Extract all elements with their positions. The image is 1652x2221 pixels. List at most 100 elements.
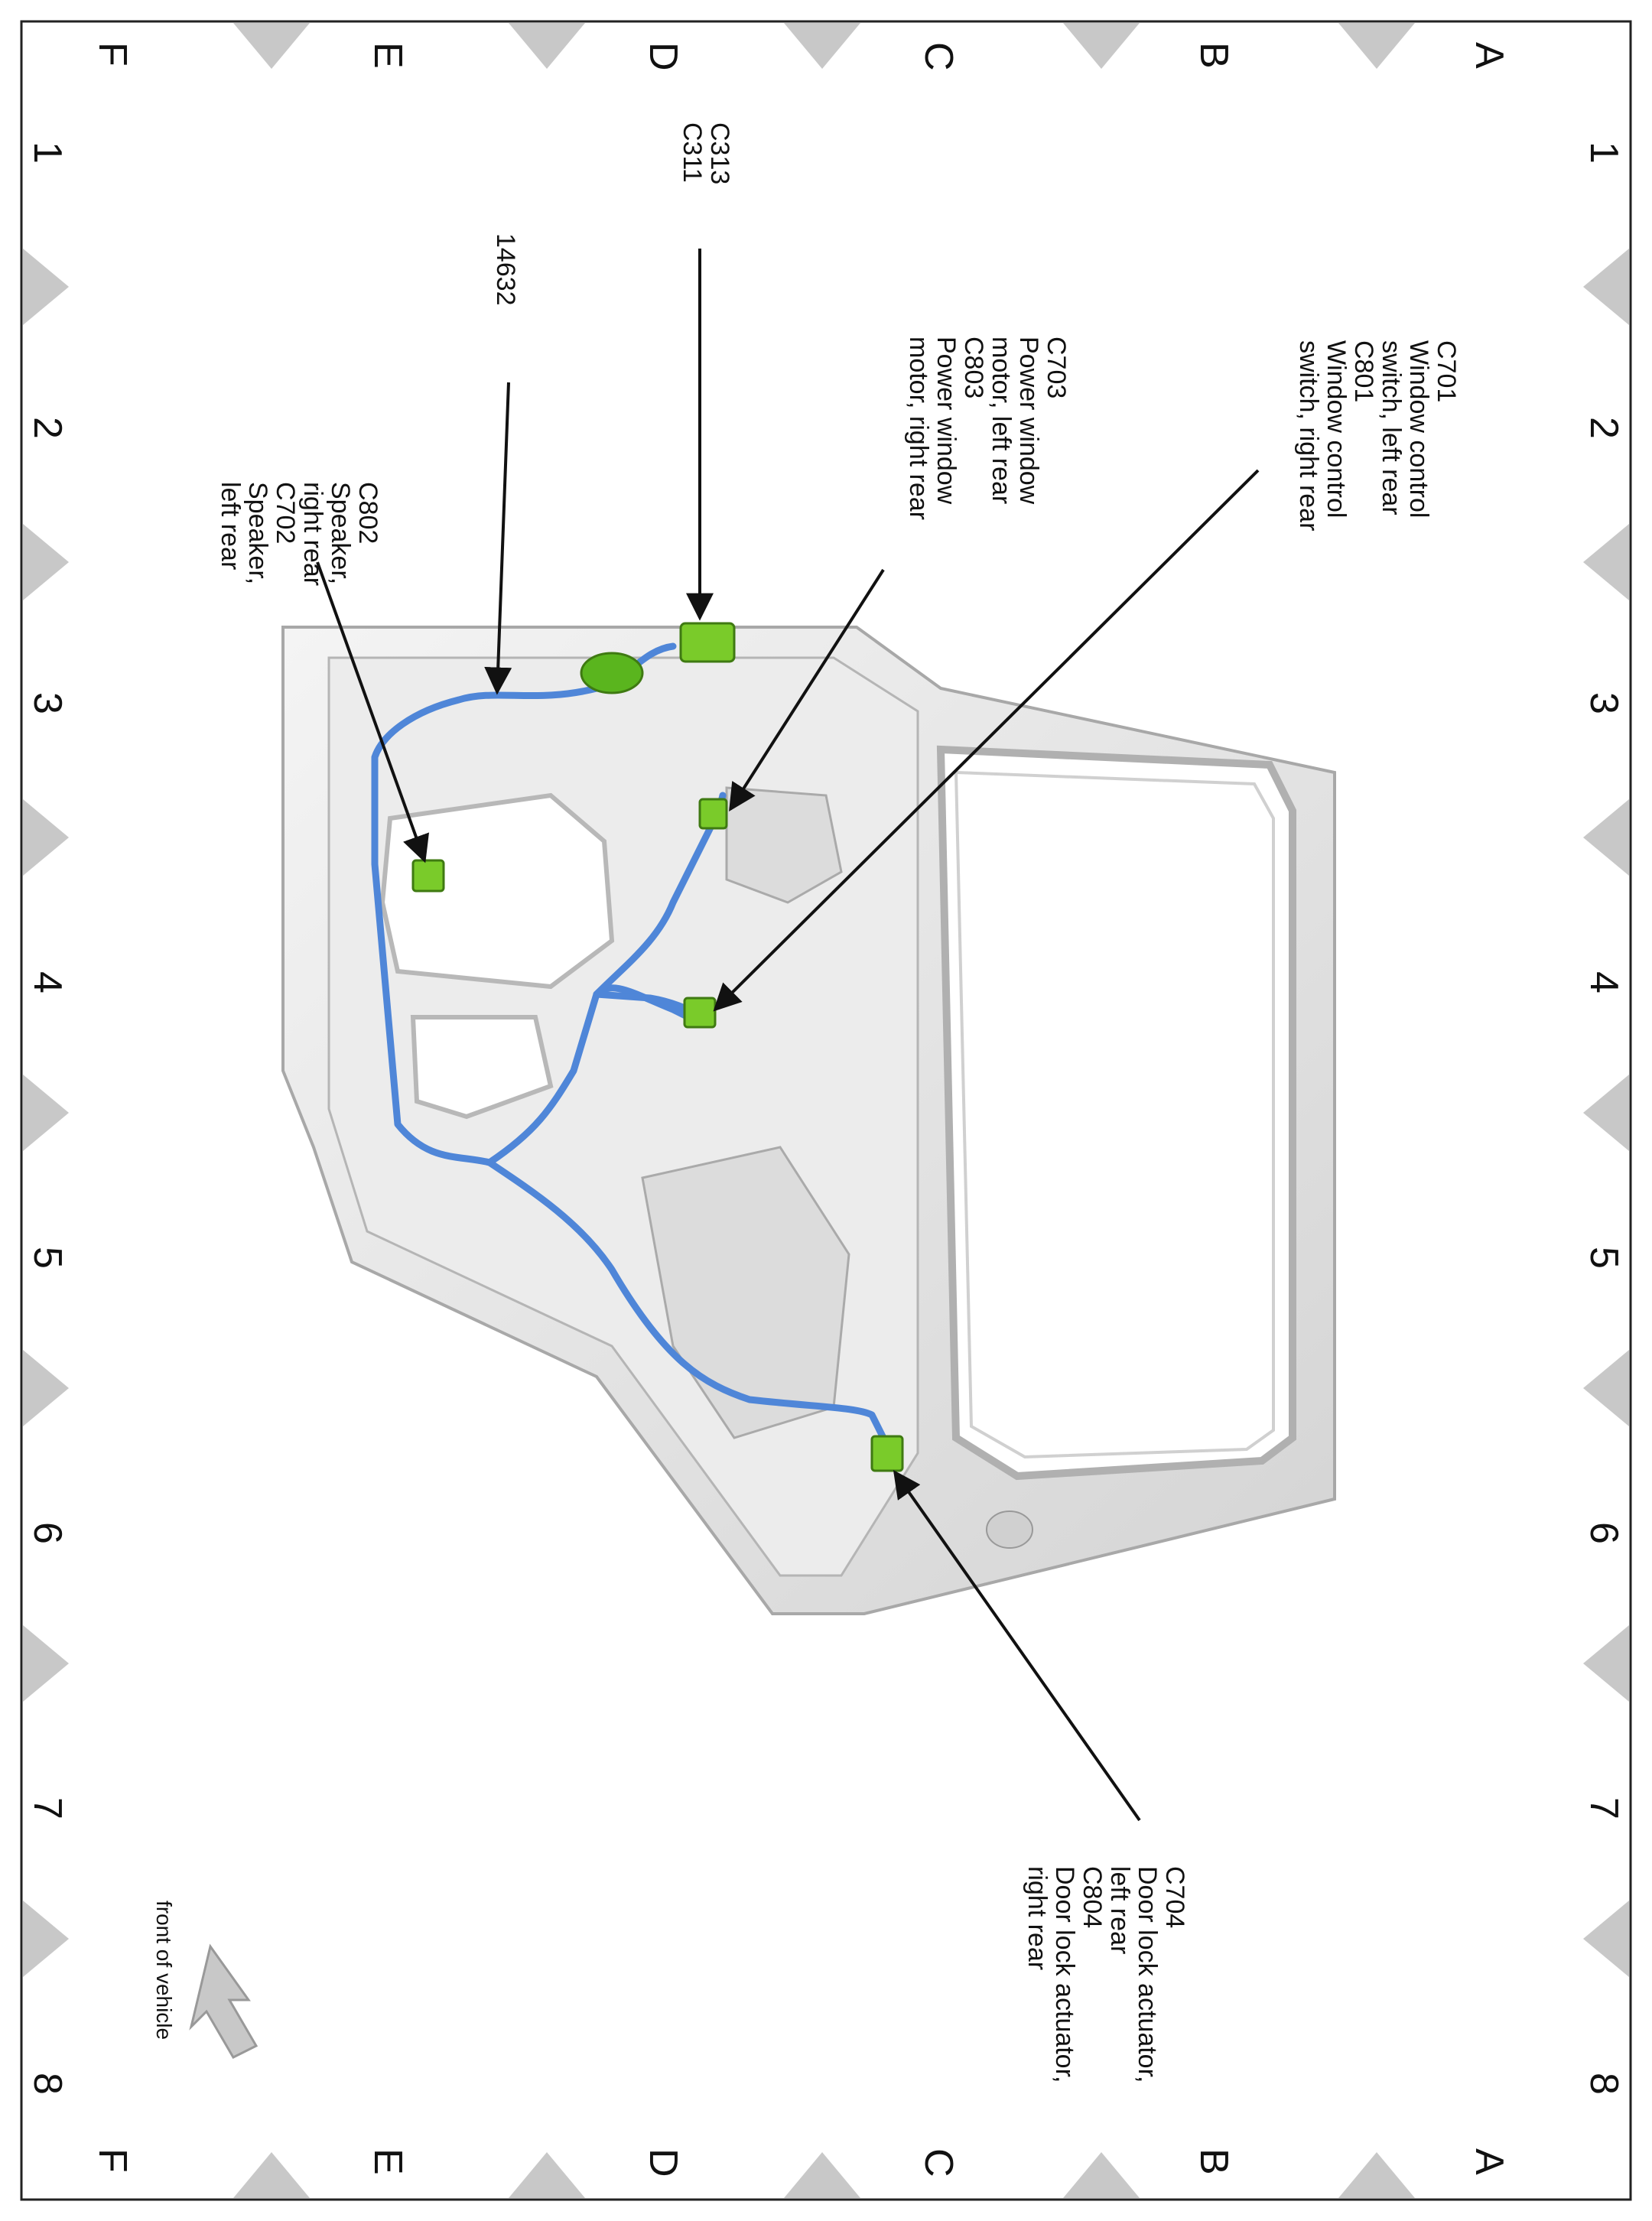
grid-col-label-left-3: 3 xyxy=(25,692,70,714)
grid-marker-top-4 xyxy=(1338,23,1415,69)
callout-speaker-line-3: C702 xyxy=(271,482,300,544)
grid-marker-right-1 xyxy=(1583,524,1629,600)
grid-row-label-bottom-C: C xyxy=(916,2148,961,2177)
diagram-border xyxy=(20,20,1632,2201)
harness-main-branch xyxy=(371,642,891,1449)
window-frame-inner xyxy=(954,770,1275,1459)
grid-col-label-right-3: 3 xyxy=(1582,692,1626,714)
grid-col-label-right-2: 2 xyxy=(1582,417,1626,439)
grid-row-label-bottom-F: F xyxy=(90,2148,135,2173)
grid-marker-top-1 xyxy=(509,23,585,69)
callout-window-switch-line-1: Window control xyxy=(1404,340,1433,518)
connector-c703-c803 xyxy=(698,798,728,830)
grid-marker-bottom-1 xyxy=(509,2152,585,2198)
callout-window-motor-line-4: Power window xyxy=(932,337,961,505)
callout-speaker-line-4: Speaker, xyxy=(243,482,272,584)
grid-marker-right-6 xyxy=(1583,1901,1629,1977)
grid-row-label-top-C: C xyxy=(916,42,961,71)
grid-col-label-left-6: 6 xyxy=(25,1522,70,1544)
callout-harness-line-0: 14632 xyxy=(491,233,520,306)
callout-window-switch-line-2: switch, left rear xyxy=(1377,340,1406,515)
grid-markers xyxy=(23,23,1629,2198)
callout-window-motor-line-2: motor, left rear xyxy=(987,337,1016,504)
door-boss xyxy=(986,1510,1033,1549)
callout-window-switch-line-4: Window control xyxy=(1322,340,1351,518)
grid-marker-left-0 xyxy=(23,249,69,325)
callout-window-motor-line-5: motor, right rear xyxy=(904,337,933,520)
grid-marker-right-4 xyxy=(1583,1350,1629,1426)
grid-col-label-left-8: 8 xyxy=(25,2073,70,2095)
leader-14632 xyxy=(484,382,512,695)
connector-c704-c804 xyxy=(870,1435,904,1472)
grid-marker-left-1 xyxy=(23,524,69,600)
speaker-opening-large xyxy=(379,792,615,990)
grid-col-label-right-7: 7 xyxy=(1582,1797,1626,1819)
callout-window-motor-line-1: Power window xyxy=(1014,337,1043,505)
door-inner-panel xyxy=(327,656,919,1577)
grid-col-label-left-2: 2 xyxy=(25,417,70,439)
grid-row-label-top-B: B xyxy=(1192,42,1236,69)
grid-row-label-top-A: A xyxy=(1467,42,1511,69)
grid-marker-top-2 xyxy=(784,23,860,69)
grid-marker-top-3 xyxy=(1063,23,1140,69)
door-panel xyxy=(281,626,1336,1615)
grid-row-label-bottom-B: B xyxy=(1192,2148,1236,2175)
grid-marker-bottom-2 xyxy=(784,2152,860,2198)
callout-window-switch-line-0: C701 xyxy=(1432,340,1461,402)
leader-c703 xyxy=(729,568,885,812)
callout-speaker-line-1: Speaker, xyxy=(326,482,355,584)
grid-col-label-right-1: 1 xyxy=(1582,141,1626,164)
callout-window-switch-line-5: switch, right rear xyxy=(1294,340,1323,531)
grid-col-label-left-1: 1 xyxy=(25,141,70,164)
callout-door-lock-line-5: right rear xyxy=(1023,1866,1052,1970)
grid-marker-right-5 xyxy=(1583,1625,1629,1702)
callout-speaker-line-5: left rear xyxy=(216,482,245,570)
callout-door-lock-line-3: C804 xyxy=(1078,1866,1107,1928)
grid-marker-top-0 xyxy=(233,23,310,69)
access-hole-upper xyxy=(725,786,843,904)
callout-inline-connectors-line-1: C311 xyxy=(678,122,707,183)
connector-c313-c311 xyxy=(679,622,736,663)
grid-row-label-top-D: D xyxy=(641,42,685,71)
grid-marker-right-0 xyxy=(1583,249,1629,325)
grommet xyxy=(580,652,644,694)
grid-col-label-left-5: 5 xyxy=(25,1247,70,1269)
callout-window-switch-line-3: C801 xyxy=(1349,340,1378,402)
grid-marker-left-5 xyxy=(23,1625,69,1702)
connector-c802-c702 xyxy=(411,859,445,893)
callout-door-lock-line-1: Door lock actuator, xyxy=(1133,1866,1162,2083)
callout-window-motor-line-3: C803 xyxy=(959,337,988,398)
callout-speaker-line-0: C802 xyxy=(353,482,382,544)
callout-inline-connectors-line-0: C313 xyxy=(705,122,734,184)
grid-row-label-bottom-A: A xyxy=(1467,2148,1511,2175)
leader-lines xyxy=(316,249,1260,1822)
grid-row-label-bottom-E: E xyxy=(366,2148,410,2175)
connector-c701-c801 xyxy=(683,997,717,1029)
grid-row-label-top-F: F xyxy=(90,42,135,67)
callout-window-motor-line-0: C703 xyxy=(1042,337,1071,398)
grid-marker-right-3 xyxy=(1583,1075,1629,1151)
grid-marker-bottom-4 xyxy=(1338,2152,1415,2198)
leader-c802 xyxy=(316,561,429,863)
grid-marker-left-4 xyxy=(23,1350,69,1426)
grid-col-label-right-6: 6 xyxy=(1582,1522,1626,1544)
speaker-opening-small xyxy=(410,1015,554,1120)
grid-marker-bottom-3 xyxy=(1063,2152,1140,2198)
grid-col-label-left-7: 7 xyxy=(25,1797,70,1819)
connectors xyxy=(411,622,904,1472)
callout-speaker-line-2: right rear xyxy=(298,482,327,586)
grid-row-label-bottom-D: D xyxy=(641,2148,685,2177)
grid-row-label-top-E: E xyxy=(366,42,410,69)
grid-marker-left-2 xyxy=(23,799,69,876)
grid-col-label-right-8: 8 xyxy=(1582,2073,1626,2095)
leader-c701 xyxy=(713,469,1260,1012)
callout-door-lock-line-4: Door lock actuator, xyxy=(1050,1866,1079,2083)
callout-door-lock-line-2: left rear xyxy=(1105,1866,1134,1954)
grid-col-label-left-4: 4 xyxy=(25,971,70,993)
grid-marker-left-3 xyxy=(23,1075,69,1151)
harness-motor-branch xyxy=(593,792,727,998)
grid-marker-right-2 xyxy=(1583,799,1629,876)
front-arrow-icon xyxy=(189,1943,259,2059)
